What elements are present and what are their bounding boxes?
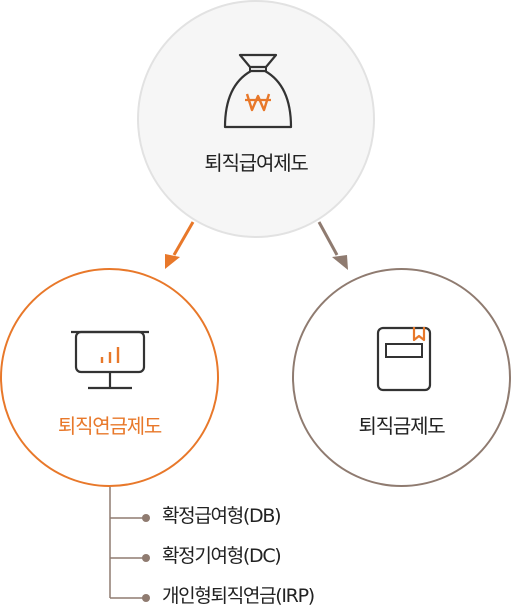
arrow-head-pension bbox=[165, 254, 180, 269]
sub-item-tree-line bbox=[109, 487, 146, 599]
arrow-to-pension bbox=[172, 221, 195, 256]
sub-item-dc: 확정기여형(DC) bbox=[162, 545, 282, 567]
node-retirement-pension: 퇴직연금제도 bbox=[0, 268, 219, 487]
node-retirement-benefit: 퇴직급여제도 bbox=[137, 0, 375, 238]
arrow-head-severance bbox=[332, 255, 348, 270]
money-bag-won-icon bbox=[223, 53, 293, 129]
bullet-dot bbox=[142, 554, 150, 562]
node-label: 퇴직연금제도 bbox=[57, 414, 162, 438]
node-label: 퇴직금제도 bbox=[358, 414, 446, 438]
arrow-to-severance bbox=[317, 221, 339, 256]
sub-item-db: 확정급여형(DB) bbox=[162, 505, 282, 527]
presentation-board-icon bbox=[71, 330, 149, 390]
node-severance-pay: 퇴직금제도 bbox=[292, 268, 511, 487]
notebook-bookmark-icon bbox=[376, 326, 432, 392]
bullet-dot bbox=[142, 594, 150, 602]
node-label: 퇴직급여제도 bbox=[204, 151, 308, 175]
sub-item-irp: 개인형퇴직연금(IRP) bbox=[162, 585, 315, 607]
bullet-dot bbox=[142, 514, 150, 522]
